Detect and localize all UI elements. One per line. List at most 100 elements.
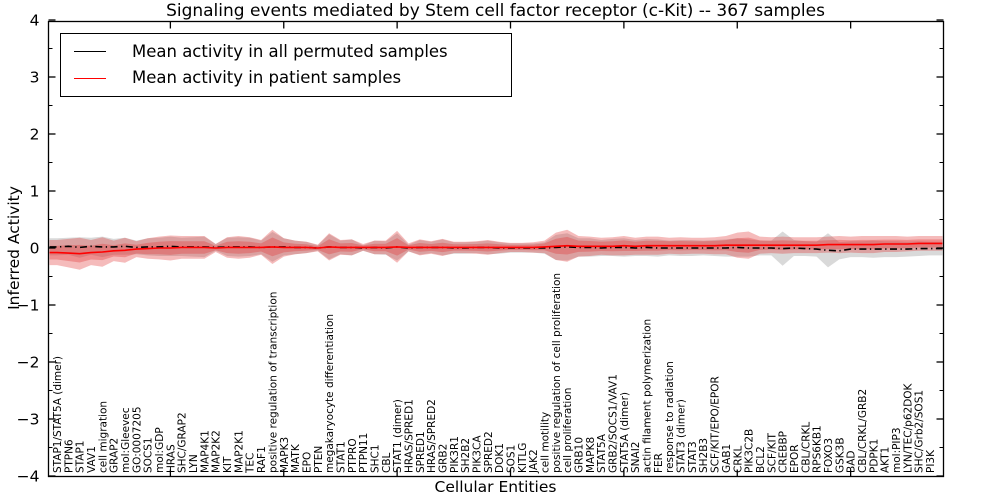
plot-border [47, 20, 945, 478]
x-tick-label: HRAS/SPRED2 [426, 399, 438, 473]
x-tick-label: EPO [301, 452, 313, 473]
x-tick-label: CBL/CRKL [800, 422, 812, 473]
x-tick-label: FOXO3 [823, 438, 835, 473]
y-tick-label: 3 [30, 69, 40, 87]
y-tick-label: −4 [17, 468, 40, 486]
x-tick-label: response to radiation [664, 361, 676, 473]
x-tick-label: megakaryocyte differentiation [324, 314, 336, 473]
x-tick-label: SHC/GRAP2 [177, 412, 189, 473]
x-tick-label: cell migration [97, 401, 109, 473]
x-tick-label: cell proliferation [562, 388, 574, 473]
x-tick-label: STAT3 [687, 441, 699, 473]
x-tick-label: STAP1/STAT5A (dimer) [52, 356, 64, 473]
x-tick-label: PI3K [925, 449, 937, 473]
x-tick-label: mol:PIP3 [891, 427, 903, 473]
x-tick-label: mol:GDP [154, 427, 166, 473]
x-tick-label: CRKL [732, 445, 744, 473]
x-tick-label: STAT5A (dimer) [619, 392, 631, 473]
legend-label-permuted: Mean activity in all permuted samples [132, 41, 448, 61]
x-tick-label: MAPK3 [279, 437, 291, 473]
x-tick-label: STAT5A [596, 433, 608, 473]
x-tick-label: GRB2 [437, 444, 449, 473]
x-tick-label: KIT [222, 456, 234, 473]
y-tick-label: −2 [17, 354, 40, 372]
x-tick-label: PIK3R1 [449, 436, 461, 473]
x-tick-label: SPRED1 [415, 431, 427, 473]
x-tick-label: MATK [290, 443, 302, 473]
x-tick-label: EPOR [789, 444, 801, 473]
legend-item-patient: Mean activity in patient samples [61, 69, 511, 87]
x-tick-label: AKT1 [880, 447, 892, 473]
x-tick-label: RPS6KB1 [812, 425, 824, 473]
x-tick-label: JAK2 [528, 449, 540, 474]
x-tick-label: GSK3B [834, 437, 846, 473]
x-tick-label: PTPN6 [63, 439, 75, 473]
x-tick-label: MAPK8 [585, 437, 597, 473]
x-tick-label: KITLG [517, 443, 529, 473]
legend-item-permuted: Mean activity in all permuted samples [61, 41, 511, 61]
x-tick-label: PTPRO [347, 438, 359, 473]
y-tick-label: 4 [30, 12, 40, 30]
patient-mean-line [49, 242, 943, 255]
y-tick-label: −1 [17, 297, 40, 315]
x-tick-label: GRAP2 [109, 438, 121, 473]
x-tick-label: HRAS [165, 444, 177, 473]
x-tick-label: HRAS/SPRED1 [403, 399, 415, 473]
x-tick-label: CREBBP [778, 431, 790, 473]
x-tick-label: LYN/TEC/p62DOK [902, 382, 914, 473]
x-tick-label: PDPK1 [868, 439, 880, 473]
x-tick-label: STAT1 [335, 441, 347, 473]
x-tick-label: PIK3C2B [744, 429, 756, 473]
x-tick-label: VAV1 [86, 446, 98, 473]
x-tick-label: TEC [245, 453, 257, 474]
y-tick-label: 2 [30, 126, 40, 144]
x-tick-label: BAD [846, 451, 858, 473]
x-axis-label: Cellular Entities [434, 478, 557, 496]
y-tick-label: 1 [30, 183, 40, 201]
x-tick-label: SOCS1 [143, 437, 155, 473]
x-tick-label: MAP4K1 [199, 430, 211, 473]
x-tick-label: SHC1 [369, 444, 381, 473]
x-tick-label: GAB1 [721, 444, 733, 473]
x-tick-label: LYN [188, 454, 200, 473]
x-tick-label: SH2B3 [698, 438, 710, 473]
x-tick-label: PTEN [313, 446, 325, 473]
x-tick-label: actin filament polymerization [642, 319, 654, 473]
legend: Mean activity in all permuted samples Me… [60, 33, 512, 97]
patient-line-swatch [74, 77, 106, 79]
x-tick-label: MAP2K2 [211, 430, 223, 473]
x-tick-label: SNAI2 [630, 442, 642, 473]
x-tick-label: CBL/CRKL/GRB2 [857, 389, 869, 473]
permuted-sample-range-band [49, 231, 943, 268]
x-tick-label: CBL [381, 452, 393, 473]
x-tick-label: SPRED2 [483, 431, 495, 473]
y-tick-label: 0 [30, 240, 40, 258]
x-tick-label: FER [653, 453, 665, 473]
x-tick-label: GRB2/SOCS1/VAV1 [608, 374, 620, 473]
x-tick-label: positive regulation of transcription [267, 292, 279, 473]
x-tick-label: STAT1 (dimer) [392, 399, 404, 473]
x-tick-label: cell motility [540, 412, 552, 473]
y-axis-label: Inferred Activity [5, 186, 23, 310]
x-tick-label: PTPN11 [358, 433, 370, 473]
x-tick-label: PIK3CA [471, 435, 483, 473]
x-tick-label: positive regulation of cell proliferatio… [551, 273, 563, 473]
x-tick-label: DOK1 [494, 443, 506, 473]
x-tick-label: BCL2 [755, 446, 767, 473]
x-tick-label: SCF/KIT/EPO/EPOR [710, 376, 722, 473]
x-tick-label: RAF1 [256, 446, 268, 473]
x-tick-label: STAP1 [75, 441, 87, 473]
x-tick-label: GO:0007205 [131, 406, 143, 473]
x-tick-label: SCF/KIT [766, 432, 778, 473]
x-tick-label: STAT3 (dimer) [676, 399, 688, 473]
x-tick-label: SHC/Grb2/SOS1 [914, 390, 926, 473]
x-tick-label: mol:Gleevec [120, 407, 132, 473]
x-tick-label: SOS1 [506, 445, 518, 473]
x-tick-label: GRB10 [574, 437, 586, 473]
y-tick-label: −3 [17, 411, 40, 429]
x-tick-label: SH2B2 [460, 438, 472, 473]
permuted-line-swatch [74, 51, 106, 53]
patient-sample-range-inner-band [49, 236, 943, 263]
